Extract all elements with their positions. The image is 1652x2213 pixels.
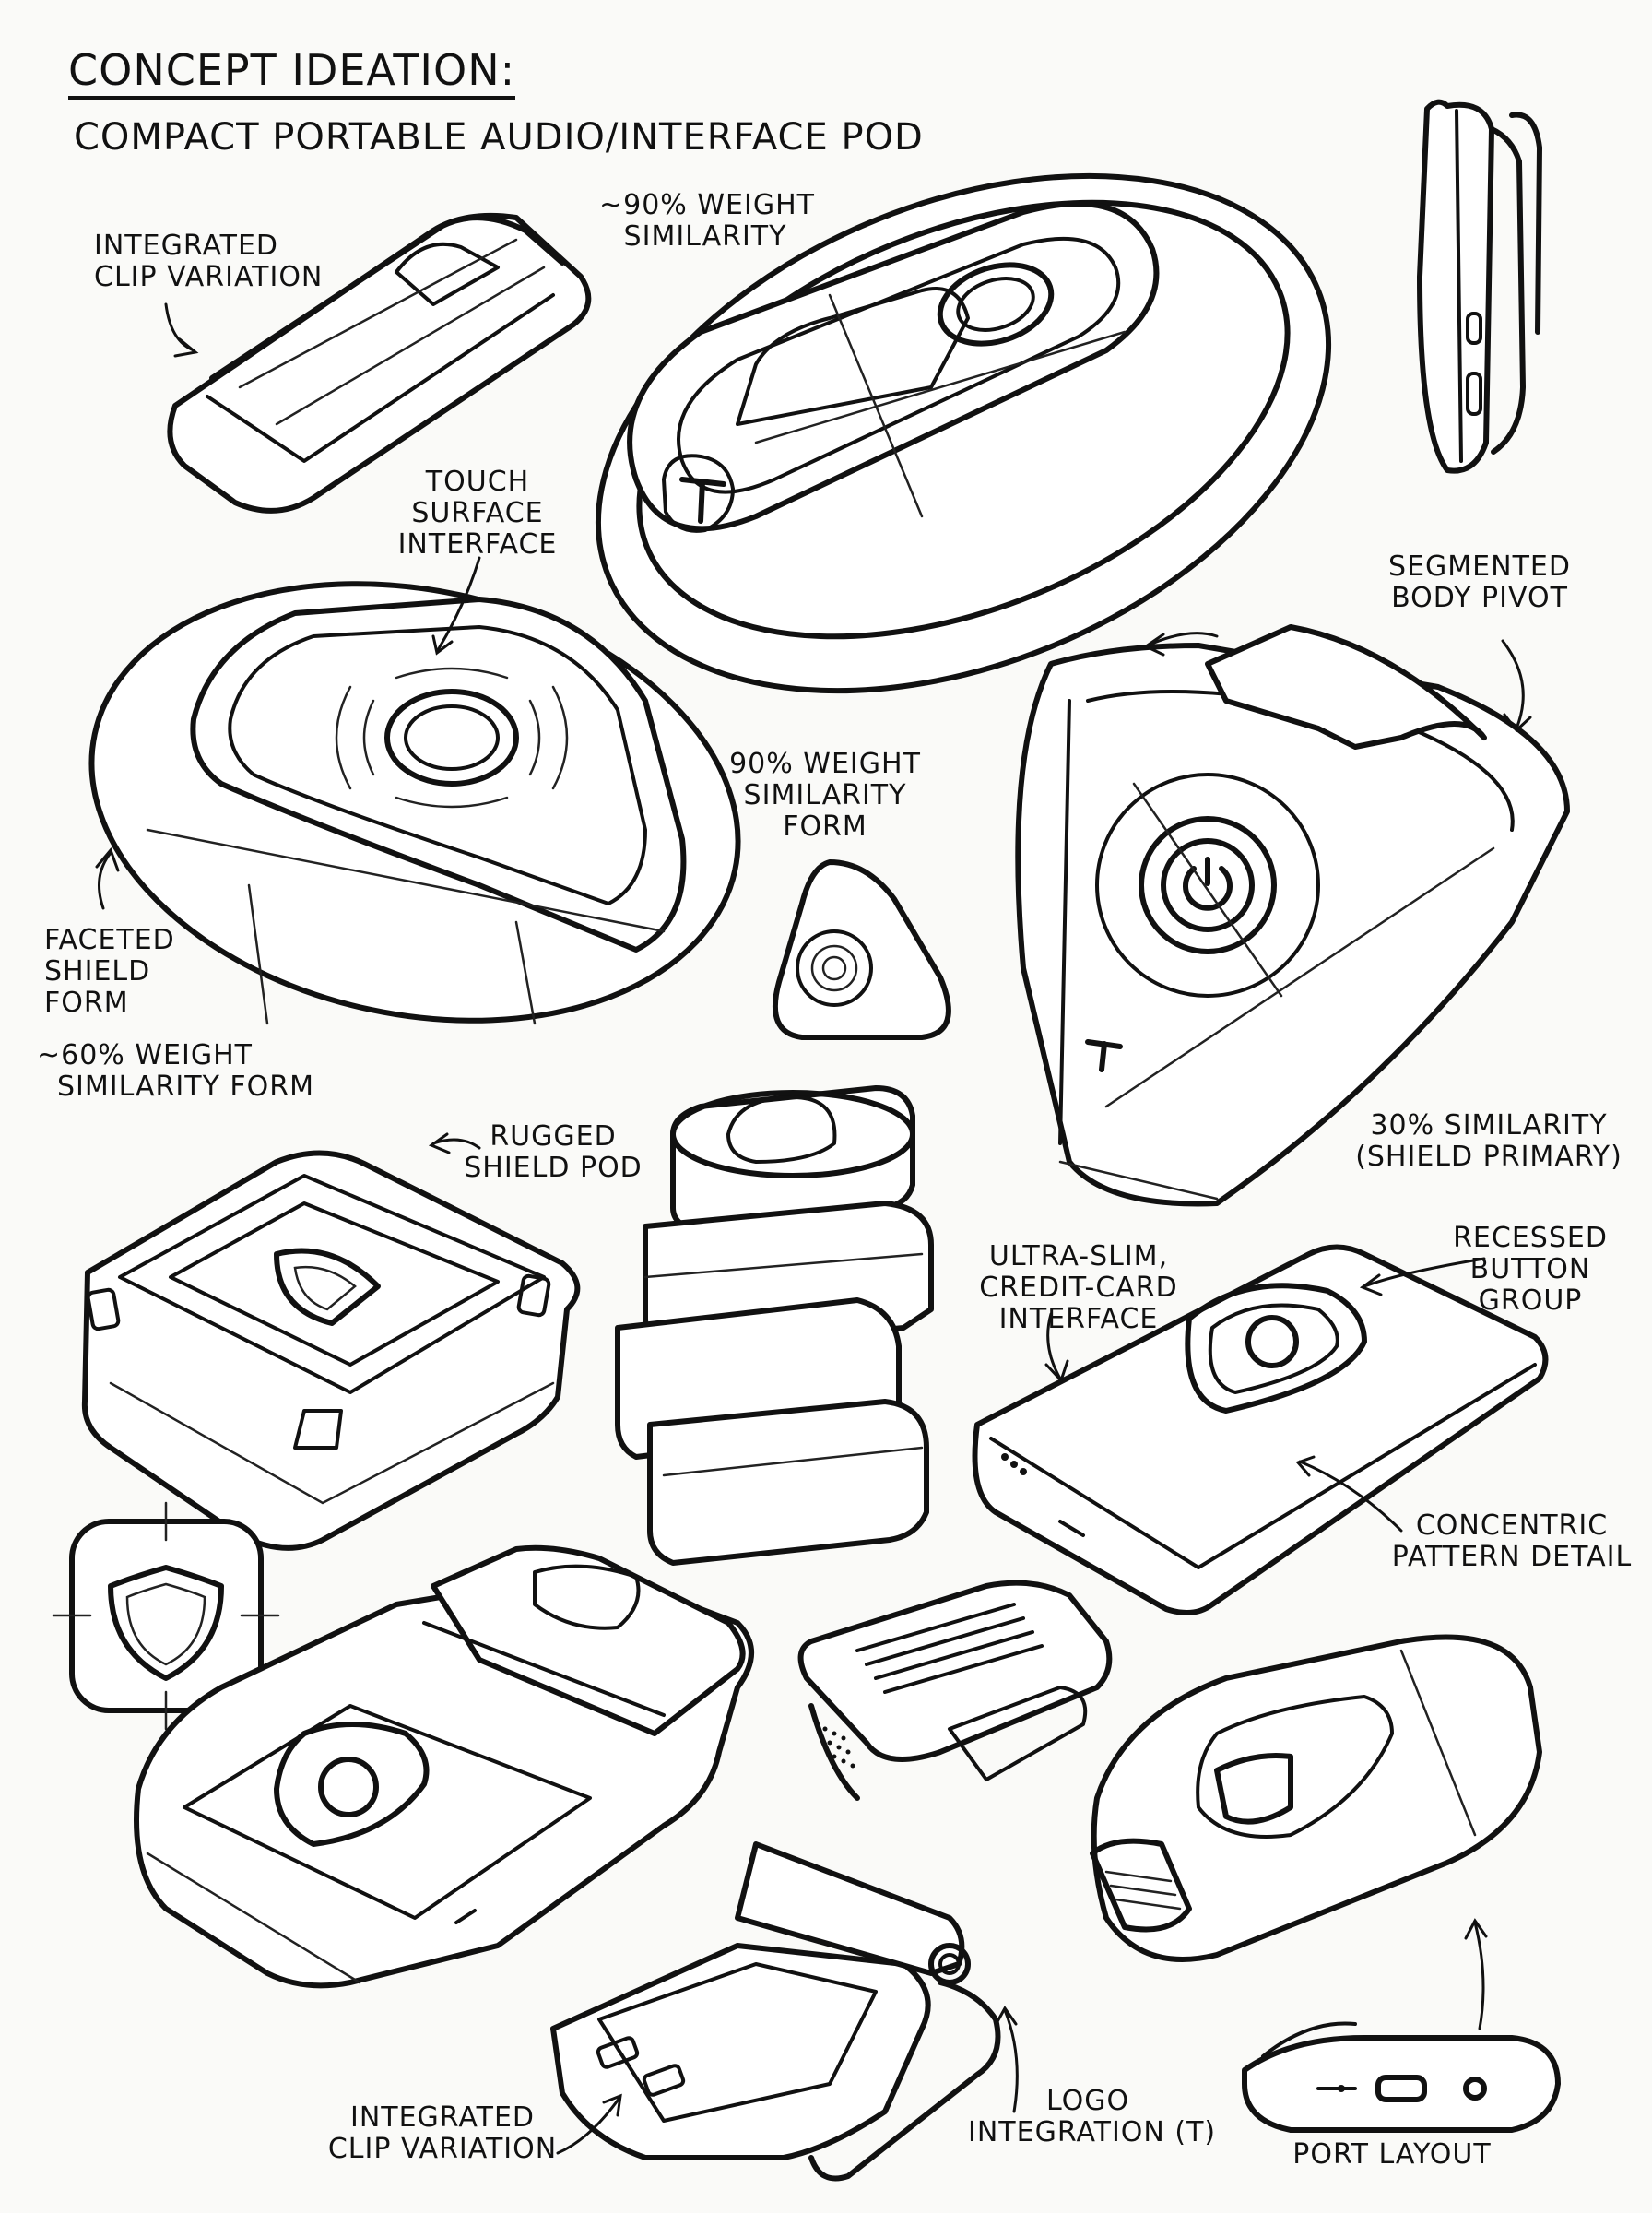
label-weight-90-top: ~90% WEIGHT SIMILARITY (599, 189, 815, 253)
shield-icon (274, 1248, 381, 1326)
label-line: ~60% WEIGHT (37, 1039, 253, 1071)
label-recessed-button: RECESSED BUTTON GROUP (1438, 1223, 1622, 1317)
label-line: SHIELD (44, 955, 151, 988)
label-line: PATTERN DETAIL (1391, 1541, 1633, 1573)
credit-card-interface (972, 1244, 1549, 1615)
label-line: LOGO (1045, 2085, 1130, 2117)
oval-pod-large (595, 172, 1332, 694)
label-line: FORM (783, 811, 867, 843)
logo-t-icon (1085, 1039, 1123, 1072)
label-line: SURFACE (411, 497, 544, 529)
label-line: CONCENTRIC (1415, 1509, 1609, 1542)
label-weight-60: ~60% WEIGHT SIMILARITY FORM (37, 1040, 314, 1103)
label-line: RECESSED (1453, 1222, 1608, 1254)
stacked-ring-pod (615, 1085, 934, 1566)
label-port-layout: PORT LAYOUT (1292, 2138, 1492, 2171)
label-weight-90-form: 90% WEIGHT SIMILARITY FORM (728, 749, 922, 843)
label-line: SIMILARITY (743, 779, 907, 811)
rugged-shield-pod (81, 1150, 581, 1551)
label-clip-bottom: INTEGRATED CLIP VARIATION (323, 2102, 562, 2165)
page-subtitle: COMPACT PORTABLE AUDIO/INTERFACE POD (74, 116, 924, 159)
label-line: GROUP (1478, 1284, 1583, 1317)
port-layout-device (1242, 2021, 1561, 2133)
label-line: BODY PIVOT (1391, 582, 1568, 614)
label-touch-surface: TOUCH SURFACE INTERFACE (395, 467, 560, 561)
label-segmented-pivot: SEGMENTED BODY PIVOT (1387, 551, 1572, 614)
label-line: SIMILARITY (623, 220, 787, 253)
clip-device-top (167, 212, 592, 514)
clip-device-bottom (134, 1544, 754, 1989)
label-line: INTEGRATED (349, 2101, 536, 2134)
label-line: 30% SIMILARITY (1370, 1109, 1608, 1142)
page-title: CONCEPT IDEATION: (68, 46, 516, 100)
shield-badge-square (52, 1501, 280, 1731)
label-line: INTERFACE (397, 528, 558, 561)
label-line: TOUCH (425, 466, 530, 498)
vent-clip-device (797, 1580, 1113, 1801)
power-icon (1183, 866, 1233, 911)
shield-icon (1214, 1753, 1293, 1825)
label-line: CLIP VARIATION (327, 2133, 558, 2165)
label-clip-top: INTEGRATED CLIP VARIATION (94, 231, 323, 293)
label-line: FORM (44, 987, 129, 1019)
logo-t-icon (679, 477, 726, 524)
label-line: CLIP VARIATION (94, 261, 324, 293)
label-line: FACETED (44, 924, 175, 956)
label-line: ULTRA-SLIM, (988, 1240, 1169, 1272)
shield-icon (108, 1565, 224, 1681)
label-logo-integration: LOGO INTEGRATION (T) (968, 2085, 1217, 2148)
label-similarity-30: 30% SIMILARITY (SHIELD PRIMARY) (1355, 1110, 1622, 1173)
annotation-arrows (95, 302, 1532, 2155)
label-line: (SHIELD PRIMARY) (1355, 1141, 1622, 1173)
label-line: SIMILARITY FORM (57, 1071, 315, 1103)
label-line: ~90% WEIGHT (599, 189, 815, 221)
shield-pod-bottom-right (1090, 1634, 1542, 1962)
label-line: RUGGED (490, 1120, 617, 1153)
label-line: CREDIT-CARD (979, 1272, 1178, 1304)
label-line: INTERFACE (998, 1303, 1159, 1335)
label-line: SEGMENTED (1388, 550, 1571, 583)
small-shield-form (772, 859, 951, 1040)
hinged-clip-device (550, 1841, 1001, 2182)
label-rugged-pod: RUGGED SHIELD POD (461, 1121, 645, 1184)
label-line: INTEGRATION (T) (968, 2116, 1217, 2148)
label-line: BUTTON (1469, 1253, 1591, 1285)
label-line: SHIELD POD (464, 1152, 643, 1184)
segmented-shield-pivot (1015, 624, 1570, 1207)
side-profile-device (1417, 99, 1542, 474)
label-concentric: CONCENTRIC PATTERN DETAIL (1387, 1510, 1636, 1573)
label-ultra-slim: ULTRA-SLIM, CREDIT-CARD INTERFACE (977, 1241, 1180, 1335)
label-line: 90% WEIGHT (729, 748, 921, 780)
faceted-shield-pod (88, 581, 741, 1025)
label-faceted-shield: FACETED SHIELD FORM (44, 925, 175, 1019)
label-line: INTEGRATED (94, 230, 279, 262)
